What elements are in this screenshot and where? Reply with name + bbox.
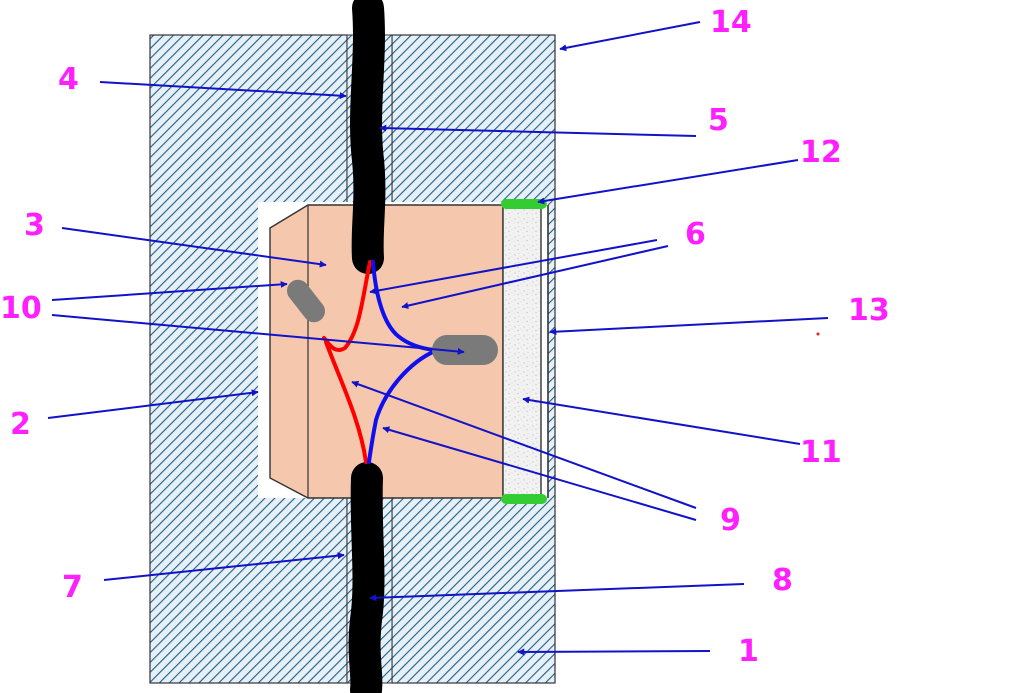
arrow-8: [369, 583, 745, 602]
label-11: 11: [800, 435, 842, 470]
arrow-10a: [51, 280, 288, 301]
window-panel: [502, 204, 542, 499]
label-9: 9: [720, 503, 741, 538]
arrow-3: [61, 227, 327, 268]
arrow-9b: [382, 426, 697, 521]
label-3: 3: [24, 208, 45, 243]
seal-bottom: [501, 494, 547, 504]
arrow-12: [537, 159, 799, 205]
arrow-9a: [351, 380, 697, 509]
callout-arrows: [47, 21, 829, 656]
label-7: 7: [62, 570, 83, 605]
terminal-left: [286, 279, 326, 323]
label-2: 2: [10, 407, 31, 442]
label-12: 12: [800, 135, 842, 170]
arrow-14: [559, 21, 701, 52]
terminal-right: [432, 335, 498, 365]
arrow-7: [103, 552, 345, 581]
arrow-13: [549, 317, 829, 336]
seal-top: [501, 199, 547, 209]
cable-top: [350, 0, 386, 274]
label-6: 6: [685, 217, 706, 252]
wire-red-bottom: [324, 340, 368, 464]
cable-bottom: [348, 462, 385, 693]
label-10: 10: [0, 291, 42, 326]
marker-dot: [816, 332, 820, 336]
label-14: 14: [710, 5, 752, 40]
arrow-10b: [51, 314, 465, 355]
label-8: 8: [772, 563, 793, 598]
arrow-6a: [369, 239, 658, 295]
label-5: 5: [708, 103, 729, 138]
callout-labels: 1 2 3 4 5 6 7 8 9 10 11 12 13 14: [0, 5, 890, 669]
arrow-1: [517, 648, 711, 656]
arrow-4: [99, 81, 347, 100]
arrow-5: [379, 124, 697, 137]
arrow-2: [47, 389, 259, 419]
wire-blue-bottom: [367, 349, 437, 464]
arrow-6b: [401, 245, 669, 310]
label-4: 4: [58, 62, 79, 97]
label-13: 13: [848, 293, 890, 328]
arrow-11: [522, 396, 801, 445]
label-1: 1: [738, 634, 759, 669]
